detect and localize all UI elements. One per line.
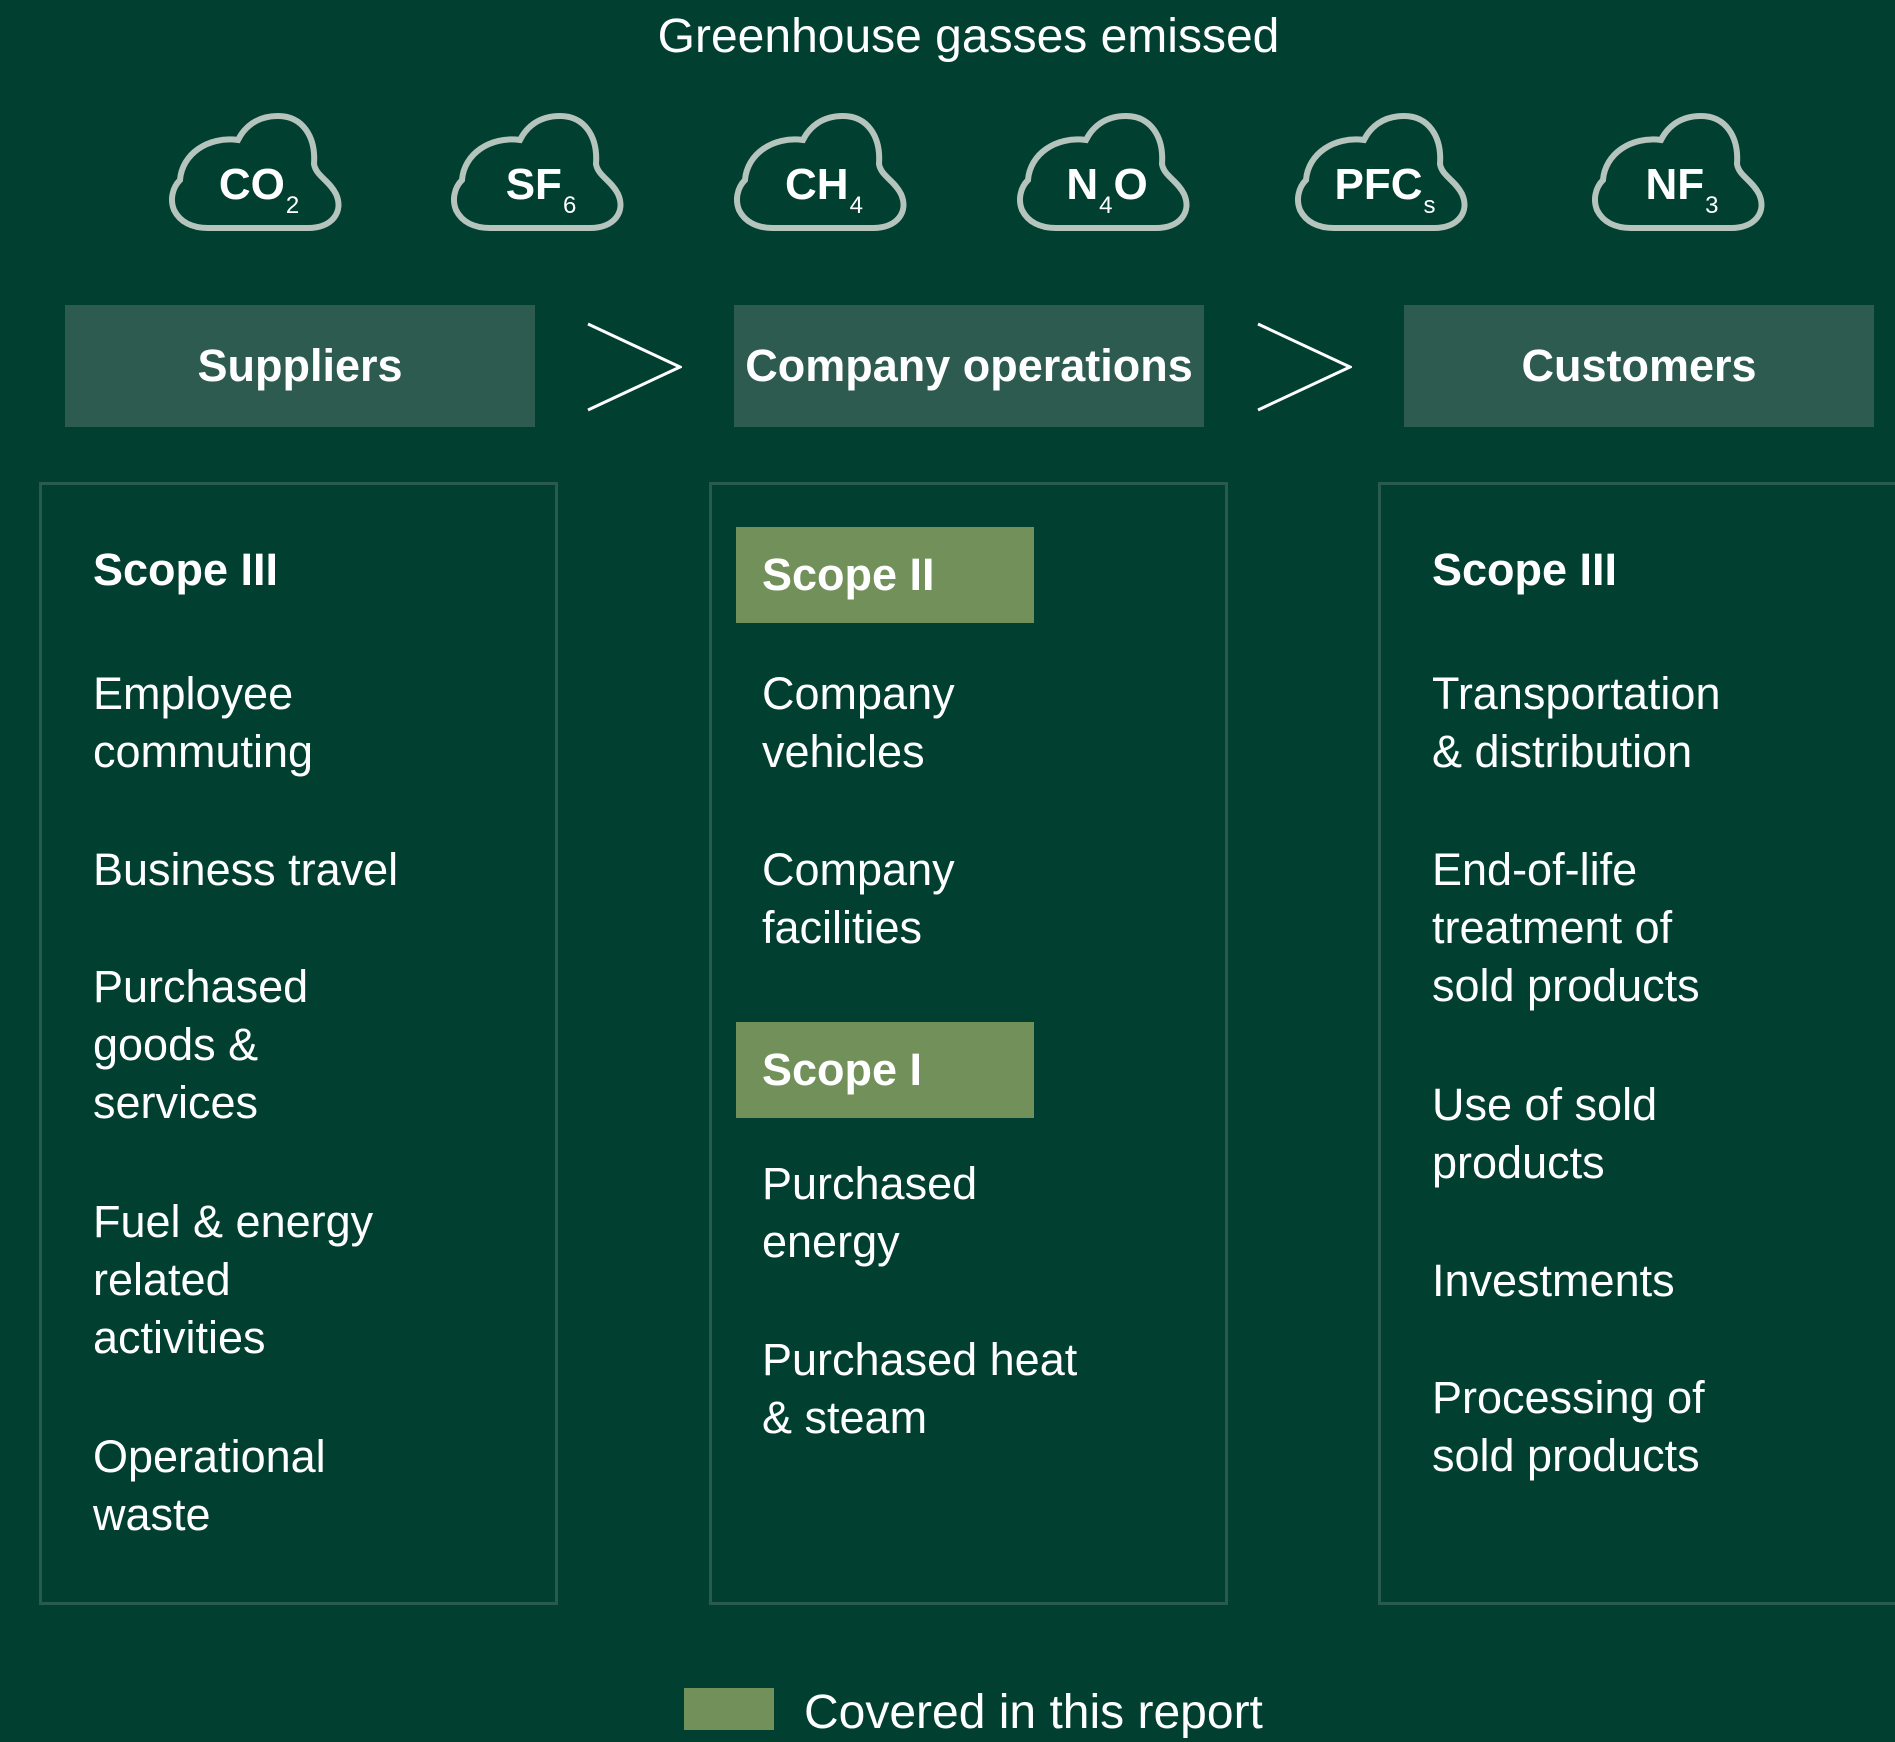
- cloud-icon: PFCs: [1292, 104, 1478, 236]
- panel-customers: [1378, 482, 1895, 1605]
- gas-co2-label: CO2: [218, 160, 300, 219]
- stage-customers: Customers: [1404, 305, 1874, 427]
- list-item: Processing of sold products: [1432, 1372, 1705, 1481]
- chevron-right-icon: [1256, 322, 1354, 412]
- list-item: Company vehicles: [762, 668, 955, 777]
- gas-nf3-label: NF3: [1645, 160, 1719, 219]
- cloud-icon: N4O: [1014, 104, 1200, 236]
- gas-pfcs-label: PFCs: [1334, 160, 1436, 219]
- list-item: Purchased goods & services: [93, 961, 309, 1128]
- cloud-icon: CO2: [166, 104, 352, 236]
- diagram-title: Greenhouse gasses emissed: [657, 10, 1280, 63]
- stage-company-operations: Company operations: [734, 305, 1204, 427]
- cloud-icon: CH4: [731, 104, 917, 236]
- list-item: Purchased energy: [762, 1158, 978, 1267]
- list-item: End-of-life treatment of sold products: [1432, 844, 1700, 1011]
- legend-label: Covered in this report: [804, 1686, 1263, 1739]
- list-item: Employee commuting: [93, 668, 314, 777]
- scope-3-heading: Scope III: [1432, 544, 1618, 595]
- list-item: Investments: [1432, 1255, 1675, 1306]
- scope-2-heading: Scope II: [736, 527, 1034, 623]
- panel-suppliers: [39, 482, 558, 1605]
- gas-n2o-label: N4O: [1066, 160, 1148, 219]
- cloud-icon: NF3: [1589, 104, 1775, 236]
- list-item: Purchased heat & steam: [762, 1334, 1078, 1443]
- list-item: Business travel: [93, 844, 399, 895]
- list-item: Transportation & distribution: [1432, 668, 1721, 777]
- panel-company-operations: [709, 482, 1228, 1605]
- stage-suppliers: Suppliers: [65, 305, 535, 427]
- list-item: Company facilities: [762, 844, 955, 953]
- chevron-right-icon: [586, 322, 684, 412]
- scope-1-heading: Scope I: [736, 1022, 1034, 1118]
- gas-sf6-label: SF6: [505, 160, 577, 219]
- gas-ch4-label: CH4: [785, 160, 863, 219]
- scope-3-heading: Scope III: [93, 544, 279, 595]
- cloud-icon: SF6: [448, 104, 634, 236]
- list-item: Fuel & energy related activities: [93, 1196, 374, 1363]
- list-item: Operational waste: [93, 1431, 326, 1540]
- list-item: Use of sold products: [1432, 1079, 1658, 1188]
- legend-swatch: [684, 1688, 774, 1730]
